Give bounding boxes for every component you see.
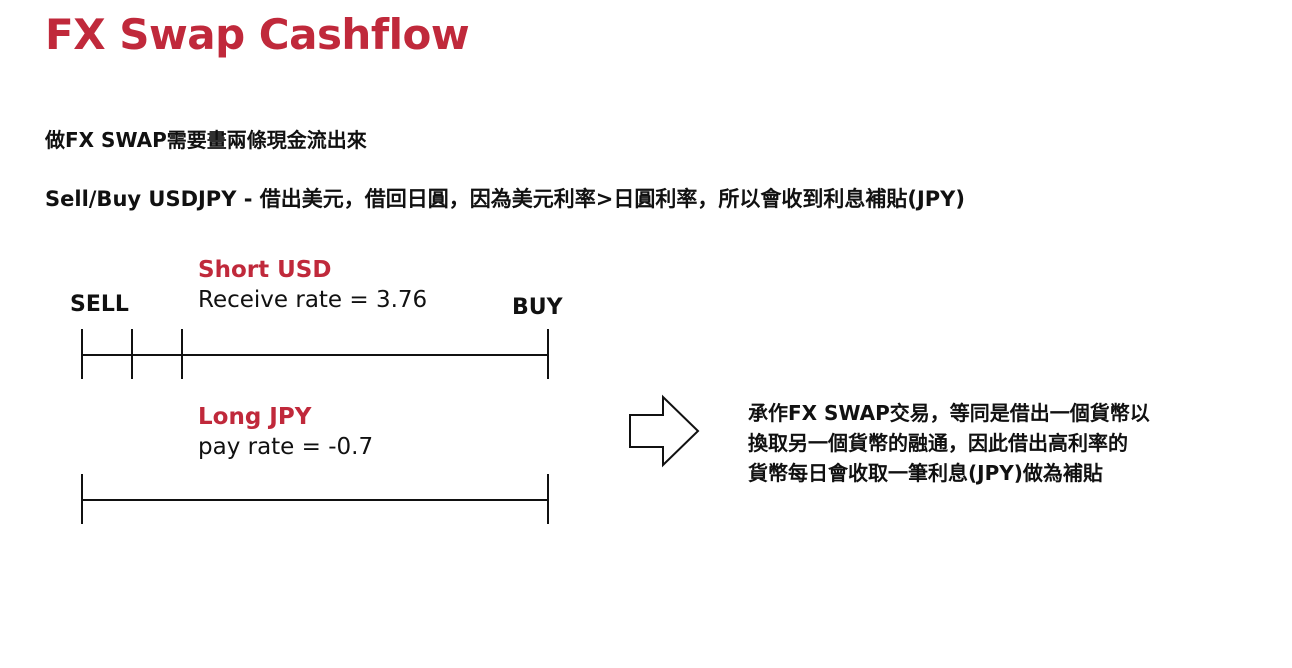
jpy-timeline	[81, 474, 549, 524]
intro-line-1: 做FX SWAP需要畫兩條現金流出來	[45, 128, 367, 152]
note-line: 承作FX SWAP交易，等同是借出一個貨幣以	[748, 401, 1150, 425]
usd-leg-name: Short USD	[198, 257, 332, 283]
timeline-start-label: SELL	[70, 292, 129, 317]
timeline-end-label: BUY	[512, 295, 563, 320]
jpy-leg-name: Long JPY	[198, 404, 312, 430]
usd-timeline	[81, 329, 549, 379]
explanation-note: 承作FX SWAP交易，等同是借出一個貨幣以 換取另一個貨幣的融通，因此借出高利…	[748, 398, 1150, 488]
note-line: 貨幣每日會收取一筆利息(JPY)做為補貼	[748, 461, 1103, 485]
note-line: 換取另一個貨幣的融通，因此借出高利率的	[748, 431, 1128, 455]
usd-leg-rate: Receive rate = 3.76	[198, 287, 428, 313]
right-outline-arrow-icon	[629, 394, 700, 468]
intro-line-2: Sell/Buy USDJPY - 借出美元，借回日圓，因為美元利率>日圓利率，…	[45, 187, 965, 211]
page-title: FX Swap Cashflow	[45, 10, 470, 59]
jpy-leg-rate: pay rate = -0.7	[198, 434, 374, 460]
